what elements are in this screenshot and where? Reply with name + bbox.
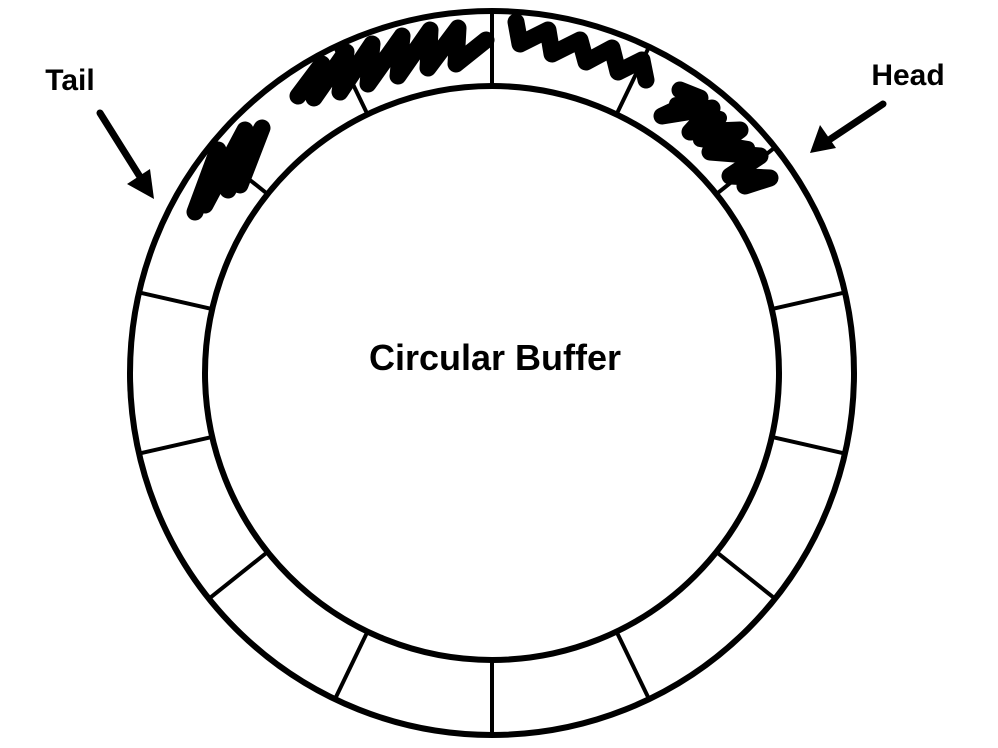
slot-divider-5	[771, 434, 846, 456]
filled-slot-5-scribble	[669, 97, 755, 155]
slot-dividers	[138, 11, 846, 735]
tail-arrow	[96, 109, 154, 199]
filled-slots-scribbles	[186, 13, 779, 221]
slot-divider-13	[207, 145, 269, 196]
head-label: Head	[871, 59, 944, 92]
slot-divider-12	[138, 290, 213, 312]
slot-divider-2	[614, 45, 651, 116]
slot-divider-3	[715, 145, 777, 196]
slot-divider-6	[715, 550, 777, 601]
slot-divider-7	[614, 630, 651, 701]
slot-divider-11	[138, 434, 213, 456]
head-arrow	[810, 100, 887, 153]
filled-slot-3-scribble	[507, 13, 655, 89]
tail-label: Tail	[45, 64, 94, 97]
slot-divider-14	[333, 45, 370, 116]
slot-divider-10	[207, 550, 269, 601]
filled-slot-2-scribble	[289, 19, 495, 107]
diagram-title: Circular Buffer	[369, 337, 621, 378]
slot-divider-9	[333, 630, 370, 701]
slot-divider-4	[771, 290, 846, 312]
filled-slot-1-scribble	[186, 119, 271, 221]
